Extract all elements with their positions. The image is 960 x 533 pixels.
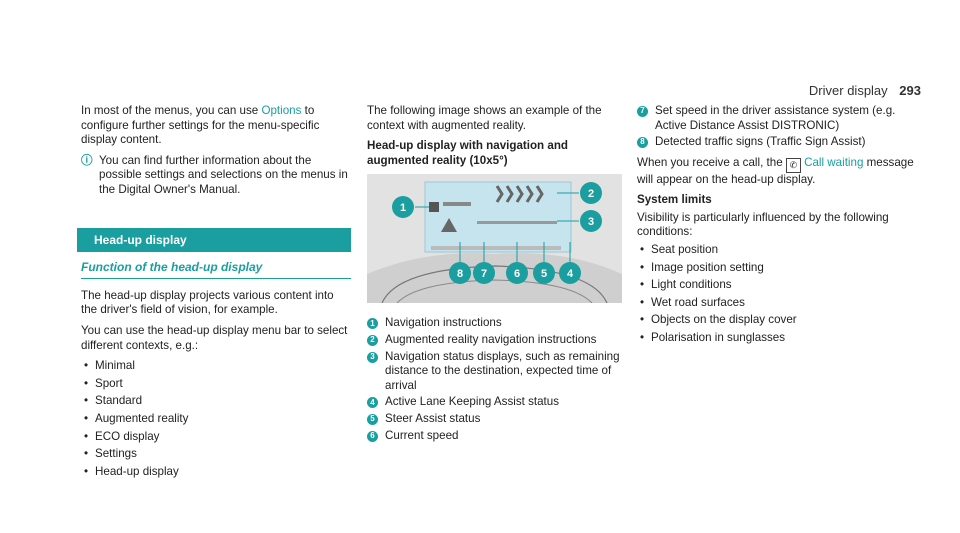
callout-label: 2 — [588, 188, 594, 200]
figure-heading: Head-up display with navigation and augm… — [367, 139, 568, 167]
callout-label: 1 — [400, 202, 406, 214]
limits-list: Seat position Image position setting Lig… — [637, 243, 922, 346]
list-item: Image position setting — [637, 261, 922, 276]
column-1: In most of the menus, you can use Option… — [77, 104, 351, 482]
list-item: Settings — [81, 447, 351, 462]
phone-icon: ✆ — [785, 157, 801, 173]
paragraph: Visibility is particularly influenced by… — [637, 210, 889, 239]
callout-label: 5 — [541, 268, 547, 280]
column-2: The following image shows an example of … — [367, 104, 622, 445]
list-item: Objects on the display cover — [637, 313, 922, 328]
info-icon: ⓘ — [81, 153, 93, 167]
paragraph: The head-up display projects various con… — [81, 288, 334, 317]
list-item: Minimal — [81, 359, 351, 374]
list-item: ECO display — [81, 430, 351, 445]
hud-illustration: 1 2 3 8 7 6 5 4 — [367, 174, 622, 304]
call-paragraph: When you receive a call, the ✆ Call wait… — [637, 155, 914, 186]
header-section: Driver display — [808, 83, 888, 98]
hud-illustration-svg: 1 2 3 8 7 6 5 4 — [367, 174, 622, 304]
list-item: Sport — [81, 377, 351, 392]
list-item: Augmented reality — [81, 412, 351, 427]
callout-label: 8 — [457, 268, 463, 280]
list-item: Standard — [81, 394, 351, 409]
system-limits-heading: System limits — [637, 193, 712, 207]
list-item: Head-up display — [81, 465, 351, 480]
page-number: 293 — [899, 83, 921, 98]
page-header: Driver display 293 — [809, 83, 921, 98]
list-item: Seat position — [637, 243, 922, 258]
paragraph: The following image shows an example of … — [367, 104, 602, 132]
call-waiting-link[interactable]: Call waiting — [804, 155, 864, 169]
callout-label: 7 — [481, 268, 487, 280]
paragraph: You can use the head-up display menu bar… — [81, 323, 348, 352]
context-list: Minimal Sport Standard Augmented reality… — [81, 359, 351, 479]
callout-label: 3 — [588, 216, 594, 228]
list-item: Light conditions — [637, 278, 922, 293]
options-link[interactable]: Options — [261, 104, 302, 117]
info-note: ⓘ You can find further information about… — [81, 153, 348, 196]
list-item: Wet road surfaces — [637, 296, 922, 311]
subheading: Function of the head-up display — [81, 260, 351, 279]
list-item: Polarisation in sunglasses — [637, 331, 922, 346]
intro-paragraph: In most of the menus, you can use Option… — [81, 104, 320, 147]
callout-label: 4 — [567, 268, 574, 280]
callout-label: 6 — [514, 268, 520, 280]
section-band: Head-up display — [77, 227, 351, 253]
